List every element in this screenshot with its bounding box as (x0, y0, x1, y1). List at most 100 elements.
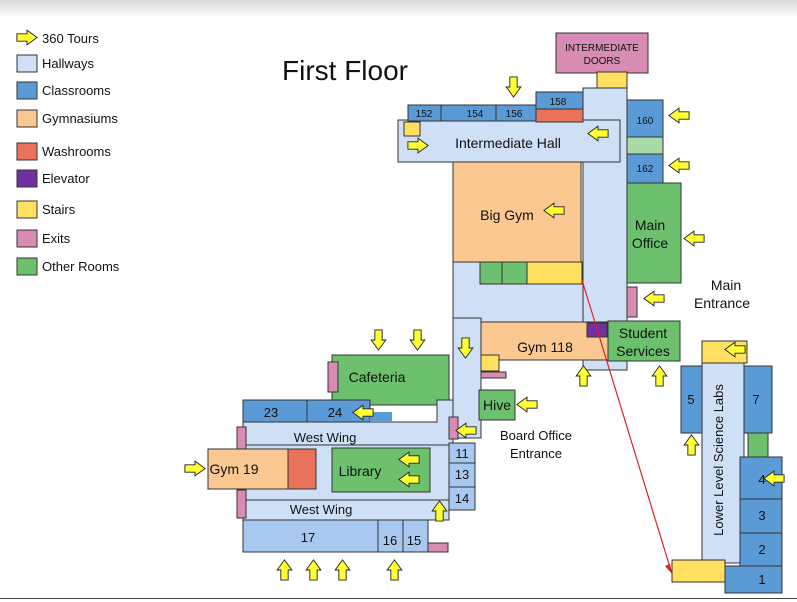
small-room-east[interactable] (626, 136, 664, 155)
stairs-science-labs-bottom[interactable] (671, 559, 726, 583)
hive-label: Hive (483, 397, 511, 413)
intermediate-doors-label-1: INTERMEDIATE (565, 43, 639, 54)
room-158-label: 158 (550, 97, 567, 108)
exit-west-wing-lower[interactable] (236, 489, 247, 519)
main-office-label-2: Office (632, 235, 669, 251)
room-24-annex (370, 412, 392, 422)
room-14[interactable] (448, 486, 476, 511)
other-room-under-big-gym-2[interactable] (501, 261, 528, 285)
board-office-label-2: Entrance (510, 446, 562, 461)
legend-label-exits: Exits (42, 231, 71, 246)
room-7[interactable] (743, 365, 773, 434)
tour-arrow-icon[interactable] (305, 559, 322, 581)
legend-tour-arrow-icon (16, 29, 38, 46)
stairs-gym-118[interactable] (480, 354, 500, 372)
legend-swatch-stairs (16, 200, 38, 219)
tour-arrow-icon[interactable] (683, 434, 700, 456)
room-152-label: 152 (416, 109, 433, 120)
bottom-divider (0, 598, 797, 599)
room-5[interactable] (680, 365, 703, 434)
legend-label-elevator: Elevator (42, 171, 90, 186)
room-2-label: 2 (758, 542, 765, 557)
tour-arrow-icon[interactable] (668, 107, 690, 124)
legend-label-tours: 360 Tours (42, 31, 99, 46)
legend-swatch-classrooms (16, 81, 38, 100)
stairs-intermediate-hall[interactable] (403, 121, 421, 137)
student-services-label-1: Student (619, 325, 667, 341)
exit-west-wing-upper[interactable] (236, 426, 247, 450)
washroom-158[interactable] (535, 108, 584, 123)
tour-arrow-icon[interactable] (516, 396, 538, 413)
room-11-label: 11 (455, 446, 469, 461)
main-entrance-label-1: Main (711, 277, 741, 293)
tour-arrow-icon[interactable] (370, 329, 387, 351)
gym-19-label: Gym 19 (209, 461, 258, 477)
science-labs-label: Lower Level Science Labs (711, 384, 726, 536)
stairs-big-gym[interactable] (526, 261, 583, 285)
tour-arrow-icon[interactable] (668, 157, 690, 174)
room-15[interactable] (402, 519, 429, 553)
main-entrance-exit[interactable] (626, 286, 638, 318)
other-room-science-labs[interactable] (747, 432, 769, 458)
legend-label-classrooms: Classrooms (42, 83, 111, 98)
main-office-label-1: Main (635, 217, 665, 233)
library-label: Library (339, 463, 382, 479)
room-14-label: 14 (455, 491, 469, 506)
exit-room-15[interactable] (427, 542, 449, 553)
exit-gym-118[interactable] (480, 371, 507, 379)
student-services[interactable] (607, 320, 681, 362)
map-title: First Floor (282, 55, 408, 86)
room-2[interactable] (739, 532, 783, 567)
room-1-label: 1 (758, 572, 765, 587)
other-room-under-big-gym-1[interactable] (479, 261, 503, 285)
washroom-west-wing[interactable] (287, 448, 317, 490)
tour-arrow-icon[interactable] (334, 559, 351, 581)
room-17[interactable] (242, 519, 379, 553)
big-gym-label: Big Gym (480, 207, 534, 223)
west-wing-upper-label: West Wing (294, 430, 357, 445)
room-1[interactable] (724, 565, 783, 594)
intermediate-doors-exit[interactable] (555, 32, 649, 74)
exit-cafeteria[interactable] (327, 361, 339, 393)
legend-label-other-rooms: Other Rooms (42, 259, 120, 274)
cafeteria[interactable] (331, 354, 450, 406)
tour-arrow-icon[interactable] (184, 460, 206, 477)
legend-swatch-other-rooms (16, 257, 38, 276)
tour-arrow-icon[interactable] (276, 559, 293, 581)
legend-label-washrooms: Washrooms (42, 144, 111, 159)
room-162[interactable] (626, 153, 664, 184)
room-7-label: 7 (752, 392, 759, 407)
legend-label-gymnasiums: Gymnasiums (42, 111, 118, 126)
tour-arrow-icon[interactable] (409, 329, 426, 351)
room-3[interactable] (739, 498, 783, 534)
tour-arrow-icon[interactable] (643, 290, 665, 307)
room-16[interactable] (377, 519, 404, 553)
room-15-label: 15 (407, 533, 421, 548)
legend-swatch-elevator (16, 169, 38, 188)
student-services-label-2: Services (616, 343, 670, 359)
room-162-label: 162 (637, 164, 654, 175)
gym-19[interactable] (207, 448, 289, 490)
intermediate-hall[interactable] (397, 119, 621, 163)
hive[interactable] (478, 389, 516, 421)
room-13-label: 13 (455, 467, 469, 482)
tour-arrow-icon[interactable] (683, 230, 705, 247)
room-154-label: 154 (467, 109, 484, 120)
exit-board-office-side[interactable] (448, 416, 459, 440)
main-entrance-label-2: Entrance (694, 295, 750, 311)
tour-arrow-icon[interactable] (651, 365, 668, 387)
room-3-label: 3 (758, 508, 765, 523)
tour-arrow-icon[interactable] (386, 559, 403, 581)
room-13[interactable] (448, 462, 476, 488)
library[interactable] (331, 447, 431, 493)
board-office-label-1: Board Office (500, 428, 572, 443)
stairs-intermediate-doors[interactable] (596, 71, 628, 91)
legend-swatch-exits (16, 229, 38, 248)
intermediate-doors-label-2: DOORS (584, 56, 621, 67)
legend-label-hallways: Hallways (42, 56, 95, 71)
connector-line-to-science-labs (581, 279, 673, 575)
tour-arrow-icon[interactable] (505, 76, 522, 98)
main-office[interactable] (626, 182, 682, 284)
room-160[interactable] (626, 99, 664, 138)
